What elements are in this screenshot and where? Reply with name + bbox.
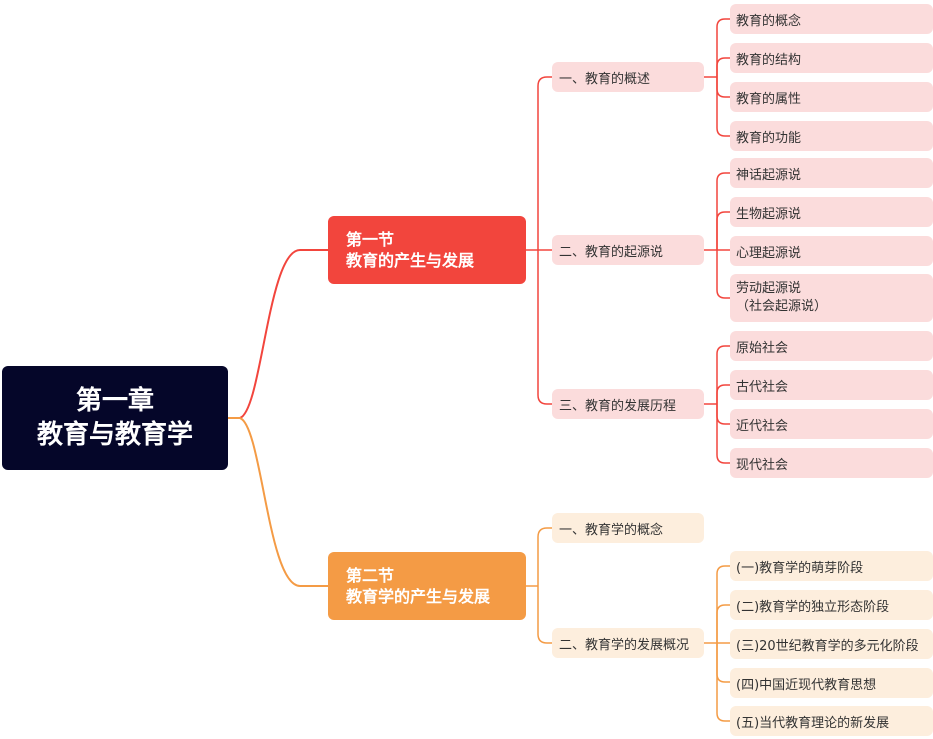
leaf-node[interactable]: (一)教育学的萌芽阶段 [730, 551, 933, 581]
leaf-node-label: 古代社会 [736, 379, 789, 395]
section2-title-line2: 教育学的产生与发展 [346, 587, 491, 606]
leaf-node-label: 生物起源说 [736, 206, 802, 222]
leaf-node-label: 现代社会 [736, 457, 789, 473]
sub-node-label: 二、教育学的发展概况 [559, 637, 690, 653]
leaf-node[interactable]: 教育的功能 [730, 121, 933, 151]
leaf-node[interactable]: (五)当代教育理论的新发展 [730, 706, 933, 736]
section1-node[interactable]: 第一节 教育的产生与发展 [328, 216, 526, 284]
leaf-node-sublabel: （社会起源说） [736, 299, 828, 314]
leaf-node-label: 神话起源说 [736, 167, 802, 183]
section1-to-subs-connectors [526, 76, 552, 405]
leaf-node-label: (五)当代教育理论的新发展 [736, 715, 890, 731]
leaf-node-label: (四)中国近现代教育思想 [736, 677, 877, 693]
sub-node-label: 一、教育学的概念 [559, 522, 664, 538]
sub3-to-leaves-connectors [704, 345, 730, 464]
section1-title-line1: 第一节 [346, 230, 395, 249]
leaf-node-label: (一)教育学的萌芽阶段 [736, 560, 864, 576]
leaf-node[interactable]: 古代社会 [730, 370, 933, 400]
leaf-node-label: 心理起源说 [736, 245, 802, 261]
leaf-node[interactable]: 劳动起源说 （社会起源说） [730, 274, 933, 322]
section2-node[interactable]: 第二节 教育学的产生与发展 [328, 552, 526, 620]
sub-node-pedagogy-concept[interactable]: 一、教育学的概念 [552, 513, 704, 543]
root-to-section1-connector [228, 249, 328, 419]
leaf-node[interactable]: (三)20世纪教育学的多元化阶段 [730, 629, 933, 659]
leaf-node[interactable]: 神话起源说 [730, 158, 933, 188]
leaf-node-label: 近代社会 [736, 418, 789, 434]
root-title-line1: 第一章 [75, 386, 154, 416]
leaf-node-label: 教育的功能 [736, 130, 802, 146]
section2-to-subs-connectors [526, 527, 552, 644]
section2-title-line1: 第二节 [346, 566, 395, 585]
leaf-node-label: 教育的属性 [736, 91, 802, 107]
leaf-node-label: 教育的结构 [736, 52, 802, 68]
leaf-node[interactable]: 现代社会 [730, 448, 933, 478]
root-node[interactable]: 第一章 教育与教育学 [2, 366, 228, 470]
sub1-to-leaves-connectors [704, 18, 730, 137]
leaf-node-label: (二)教育学的独立形态阶段 [736, 599, 890, 615]
sub-node-education-origin[interactable]: 二、教育的起源说 [552, 235, 704, 265]
leaf-node-label: 劳动起源说 [736, 281, 802, 296]
sub-node-pedagogy-development[interactable]: 二、教育学的发展概况 [552, 628, 704, 658]
root-to-section2-connector [228, 417, 328, 587]
leaf-node[interactable]: 教育的概念 [730, 4, 933, 34]
sub-node-label: 二、教育的起源说 [559, 244, 664, 260]
sub-node-label: 三、教育的发展历程 [559, 398, 677, 414]
root-title-line2: 教育与教育学 [36, 420, 193, 450]
sub-node-label: 一、教育的概述 [559, 71, 651, 87]
section1-title-line2: 教育的产生与发展 [346, 251, 475, 270]
leaf-node[interactable]: 教育的属性 [730, 82, 933, 112]
leaf-node[interactable]: 心理起源说 [730, 236, 933, 266]
sub5-to-leaves-connectors [704, 565, 730, 722]
leaf-node-label: 教育的概念 [736, 13, 802, 29]
leaf-node-label: 原始社会 [736, 340, 789, 356]
sub-node-education-history[interactable]: 三、教育的发展历程 [552, 389, 704, 419]
sub-node-education-overview[interactable]: 一、教育的概述 [552, 62, 704, 92]
sub2-to-leaves-connectors [704, 172, 730, 299]
leaf-node[interactable]: 近代社会 [730, 409, 933, 439]
leaf-node-label: (三)20世纪教育学的多元化阶段 [736, 638, 919, 654]
leaf-node[interactable]: (二)教育学的独立形态阶段 [730, 590, 933, 620]
leaf-node[interactable]: (四)中国近现代教育思想 [730, 668, 933, 698]
leaf-node[interactable]: 教育的结构 [730, 43, 933, 73]
leaf-node[interactable]: 生物起源说 [730, 197, 933, 227]
leaf-node[interactable]: 原始社会 [730, 331, 933, 361]
